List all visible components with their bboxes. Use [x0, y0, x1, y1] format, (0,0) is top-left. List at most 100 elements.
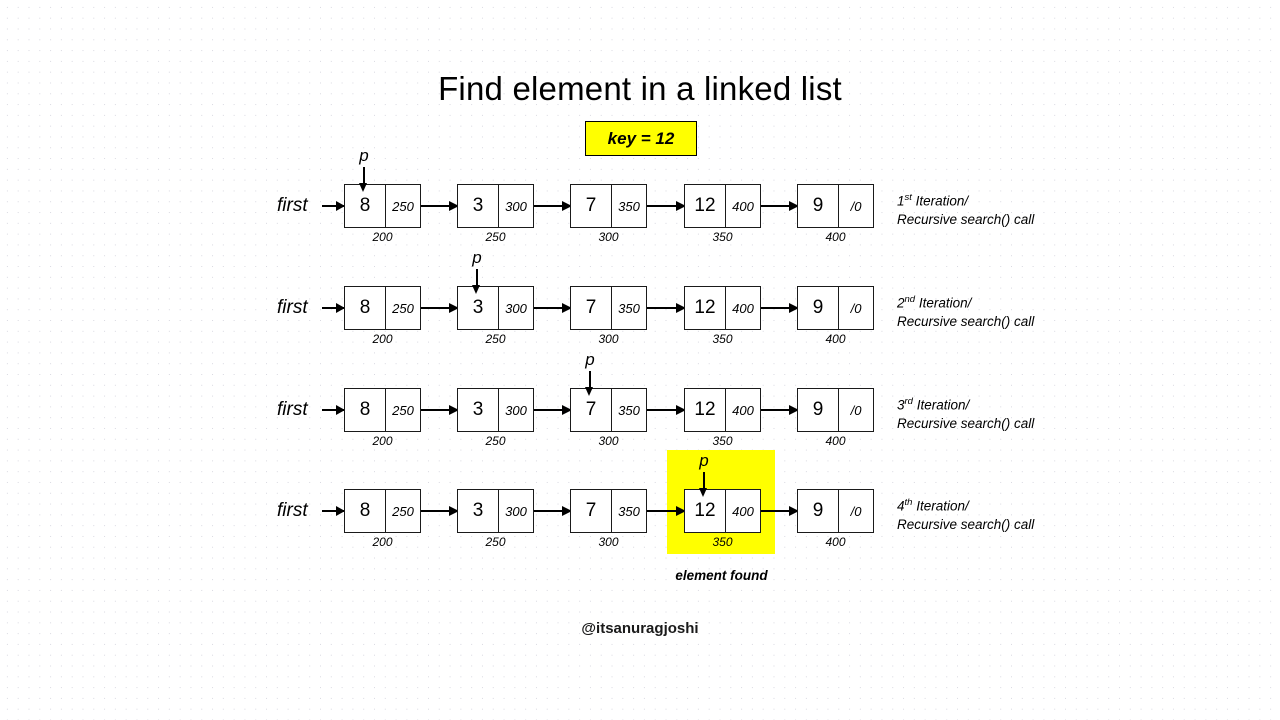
node-next-pointer: 300	[505, 402, 527, 418]
iteration-caption: 4th Iteration/Recursive search() call	[897, 494, 1127, 534]
key-value-box: key = 12	[585, 121, 697, 156]
node-next-pointer: 400	[732, 402, 754, 418]
node-value: 8	[345, 490, 386, 532]
node-address-label: 400	[825, 434, 846, 448]
p-pointer-arrow-icon	[699, 472, 707, 497]
node-value: 7	[571, 389, 612, 431]
first-pointer-arrow-icon	[322, 405, 345, 415]
iteration-caption-line2: Recursive search() call	[897, 516, 1035, 532]
next-link-arrow-icon	[421, 504, 459, 517]
node-next-pointer: 350	[618, 503, 640, 519]
node-next-pointer: 400	[732, 198, 754, 214]
element-found-label: element found	[675, 568, 768, 583]
first-pointer-label: first	[277, 500, 308, 521]
node-value: 7	[571, 490, 612, 532]
node-next-pointer: 250	[392, 300, 414, 316]
node-value: 9	[798, 490, 839, 532]
node-address-label: 400	[825, 535, 846, 549]
iteration-ordinal-suffix: st	[904, 192, 912, 203]
iteration-caption-line1: 2nd Iteration/	[897, 291, 1127, 313]
iteration-ordinal-suffix: rd	[904, 396, 913, 407]
node-next-pointer: 400	[732, 503, 754, 519]
first-pointer-arrow-icon	[322, 303, 345, 313]
p-pointer-arrow-icon	[359, 167, 367, 192]
node-value: 8	[345, 185, 386, 227]
node-address-label: 300	[598, 434, 619, 448]
next-link-arrow-icon	[647, 504, 686, 517]
node-value: 3	[458, 287, 499, 329]
node-address-label: 300	[598, 230, 619, 244]
node-next-pointer: 300	[505, 503, 527, 519]
first-pointer-label: first	[277, 195, 308, 216]
node-address-label: 300	[598, 332, 619, 346]
iteration-caption-line1: 4th Iteration/	[897, 494, 1127, 516]
p-pointer-label: p	[472, 248, 482, 267]
node-value: 12	[685, 287, 726, 329]
iteration-caption: 1st Iteration/Recursive search() call	[897, 189, 1127, 229]
iteration-ordinal: 4	[897, 498, 905, 514]
list-node: 7 350	[570, 489, 647, 533]
node-next-pointer: /0	[850, 300, 862, 316]
p-pointer-label: p	[359, 146, 369, 165]
list-node: 9/0	[797, 286, 874, 330]
list-node: 12 400	[684, 388, 761, 432]
list-node: 9/0	[797, 489, 874, 533]
iteration-caption-text: Iteration/	[915, 295, 972, 311]
next-link-arrow-icon	[761, 199, 799, 212]
first-pointer-arrow-icon	[322, 506, 345, 516]
node-value: 8	[345, 389, 386, 431]
node-address-label: 350	[712, 535, 733, 549]
node-address-label: 250	[485, 230, 506, 244]
iteration-caption-text: Iteration/	[912, 397, 970, 413]
node-address-label: 350	[712, 230, 733, 244]
next-link-arrow-icon	[761, 504, 799, 517]
node-next-pointer: 300	[505, 300, 527, 316]
next-link-arrow-icon	[534, 504, 572, 517]
page-title: Find element in a linked list	[438, 70, 842, 107]
node-next-pointer: 400	[732, 300, 754, 316]
iteration-caption: 2nd Iteration/Recursive search() call	[897, 291, 1127, 331]
iteration-caption-text: Iteration/	[911, 193, 969, 209]
node-address-label: 200	[372, 332, 393, 346]
node-address-label: 250	[485, 535, 506, 549]
node-next-pointer: 250	[392, 503, 414, 519]
node-value: 7	[571, 287, 612, 329]
next-link-arrow-icon	[534, 301, 572, 314]
list-node: 3 300	[457, 286, 534, 330]
next-link-arrow-icon	[534, 199, 572, 212]
node-next-pointer: /0	[850, 198, 862, 214]
next-link-arrow-icon	[421, 199, 459, 212]
list-node: 9/0	[797, 388, 874, 432]
node-address-label: 400	[825, 230, 846, 244]
key-value-label: key = 12	[607, 128, 675, 148]
node-address-label: 400	[825, 332, 846, 346]
iteration-caption-line1: 3rd Iteration/	[897, 393, 1127, 415]
node-value: 12	[685, 389, 726, 431]
next-link-arrow-icon	[647, 301, 686, 314]
list-node: 12 400	[684, 489, 761, 533]
next-link-arrow-icon	[761, 403, 799, 416]
next-link-arrow-icon	[761, 301, 799, 314]
iteration-caption: 3rd Iteration/Recursive search() call	[897, 393, 1127, 433]
list-node: 12 400	[684, 286, 761, 330]
node-value: 12	[685, 490, 726, 532]
next-link-arrow-icon	[647, 199, 686, 212]
node-next-pointer: /0	[850, 402, 862, 418]
node-address-label: 350	[712, 434, 733, 448]
node-address-label: 200	[372, 535, 393, 549]
p-pointer-label: p	[699, 451, 709, 470]
p-pointer-arrow-icon	[472, 269, 480, 294]
iteration-ordinal-suffix: th	[904, 497, 913, 508]
first-pointer-label: first	[277, 399, 308, 420]
p-pointer-arrow-icon	[585, 371, 593, 396]
iteration-ordinal-suffix: nd	[904, 294, 916, 305]
node-value: 7	[571, 185, 612, 227]
